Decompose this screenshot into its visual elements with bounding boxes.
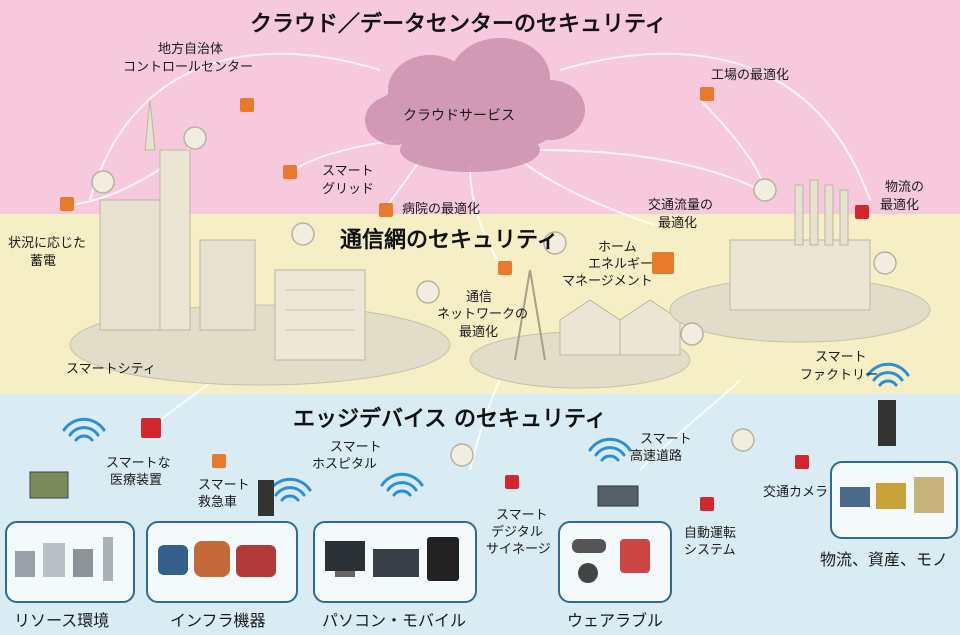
factory-opt-label: 工場の最適化 <box>711 68 790 83</box>
connection-arcs <box>69 52 871 471</box>
smart-factory-label-2: ファクトリー <box>800 368 879 383</box>
security-cube-icon <box>700 497 714 511</box>
edge-security-title: エッジデバイス のセキュリティ <box>293 407 607 432</box>
control-center-label: コントロールセンター <box>123 60 254 75</box>
cloud-shape <box>365 38 585 172</box>
security-cube-icon <box>652 252 674 274</box>
infra-device-box <box>146 521 298 603</box>
smart-city-label: スマートシティ <box>66 362 156 377</box>
security-cube-icon <box>141 418 161 438</box>
infra-caption: インフラ機器 <box>170 611 266 630</box>
smart-grid-label-1: スマート <box>322 164 374 179</box>
home-energy-label-3: マネージメント <box>562 274 653 289</box>
smart-grid-label-2: グリッド <box>322 182 375 197</box>
pc-mobile-device-box <box>313 521 477 603</box>
home-illustration <box>469 269 691 389</box>
wearable-devices-icon <box>572 539 650 583</box>
net-opt-label-2: ネットワークの <box>437 307 529 322</box>
ambulance-label-1: スマート <box>198 478 250 493</box>
security-cube-icon <box>240 98 254 112</box>
cloud-security-title: クラウド／データセンターのセキュリティ <box>250 12 667 37</box>
security-cube-icon <box>795 455 809 469</box>
medical-label-2: 医療装置 <box>110 473 163 488</box>
highway-label-2: 高速道路 <box>630 449 683 464</box>
security-cube-icon <box>283 165 297 179</box>
security-cube-icon <box>700 87 714 101</box>
traffic-label-2: 最適化 <box>658 216 698 231</box>
resources-device-box <box>5 521 135 603</box>
signage-label-1: スマート <box>496 508 548 523</box>
net-opt-label-3: 最適化 <box>459 325 499 340</box>
storage-label-1: 状況に応じた <box>8 236 87 251</box>
autodrive-label-1: 自動運転 <box>684 526 737 541</box>
security-cube-icon <box>379 203 393 217</box>
traffic-camera-label: 交通カメラ <box>763 485 829 500</box>
logistics-opt-label-2: 最適化 <box>880 198 920 213</box>
net-opt-label-1: 通信 <box>466 290 493 305</box>
infra-devices-icon <box>158 541 276 577</box>
factory-illustration <box>669 179 931 343</box>
security-cube-icon <box>212 454 226 468</box>
signage-label-2: デジタル <box>491 525 543 540</box>
smart-factory-label-1: スマート <box>815 350 867 365</box>
home-energy-label-2: エネルギー <box>588 257 654 272</box>
wearable-caption: ウェアラブル <box>567 611 664 630</box>
local-gov-label: 地方自治体 <box>158 42 223 58</box>
logistics-opt-label-1: 物流の <box>885 180 925 195</box>
security-cube-icon <box>498 261 512 275</box>
hospital-label-2: ホスピタル <box>312 457 378 472</box>
smart-city-illustration <box>69 99 451 386</box>
storage-label-2: 蓄電 <box>30 254 57 269</box>
logistics-assets-caption: 物流、資産、モノ <box>820 550 949 569</box>
resources-devices-icon <box>15 537 113 581</box>
traffic-label-1: 交通流量の <box>648 198 714 213</box>
logistics-device-box <box>830 461 958 539</box>
security-cube-icon <box>60 197 74 211</box>
pc-mobile-devices-icon <box>325 537 459 581</box>
logistics-devices-icon <box>840 477 944 513</box>
edge-gadgets <box>29 400 896 516</box>
pc-mobile-caption: パソコン・モバイル <box>322 611 467 630</box>
security-cube-icon <box>855 205 869 219</box>
ambulance-label-2: 救急車 <box>198 495 238 510</box>
wearable-device-box <box>558 521 672 603</box>
hospital-opt-label: 病院の最適化 <box>402 202 481 217</box>
autodrive-label-2: システム <box>684 543 736 558</box>
home-energy-label-1: ホーム <box>598 240 637 255</box>
highway-label-1: スマート <box>640 432 692 447</box>
label-line: 地方自治体 <box>158 42 224 57</box>
medical-label-1: スマートな <box>106 456 171 471</box>
security-cube-icon <box>505 475 519 489</box>
hospital-label-1: スマート <box>330 440 382 455</box>
resources-caption: リソース環境 <box>14 611 110 630</box>
signage-label-3: サイネージ <box>486 542 551 557</box>
sensor-nodes <box>91 126 897 467</box>
cloud-service-label: クラウドサービス <box>403 108 515 124</box>
network-security-title: 通信網のセキュリティ <box>340 228 559 253</box>
